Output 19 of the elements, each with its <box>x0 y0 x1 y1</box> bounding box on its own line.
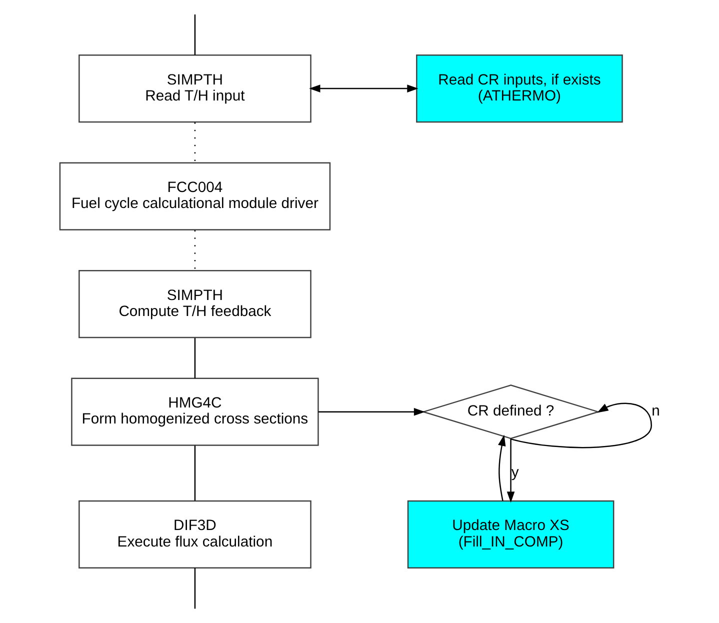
node-box: DIF3D Execute flux calculation <box>78 500 311 568</box>
node-box: Update Macro XS (Fill_IN_COMP) <box>406 500 614 568</box>
edge-label: y <box>510 464 518 481</box>
node-box: SIMPTH Compute T/H feedback <box>78 270 311 338</box>
node-box: SIMPTH Read T/H input <box>78 54 311 123</box>
node-box: FCC004 Fuel cycle calculational module driver <box>58 162 330 230</box>
connector <box>194 14 196 55</box>
connector <box>194 446 196 501</box>
arrow <box>318 408 425 416</box>
node-box: HMG4C Form homogenized cross sections <box>70 378 318 446</box>
connector <box>194 568 196 609</box>
arrow <box>308 84 418 92</box>
arrow <box>510 402 652 448</box>
node-box: Read CR inputs, if exists (ATHERMO) <box>416 54 622 123</box>
node-diamond: CR defined ? <box>420 384 600 440</box>
arrow <box>498 434 506 502</box>
connector <box>194 338 196 378</box>
edge-label: n <box>651 404 660 420</box>
arrow <box>506 438 514 503</box>
